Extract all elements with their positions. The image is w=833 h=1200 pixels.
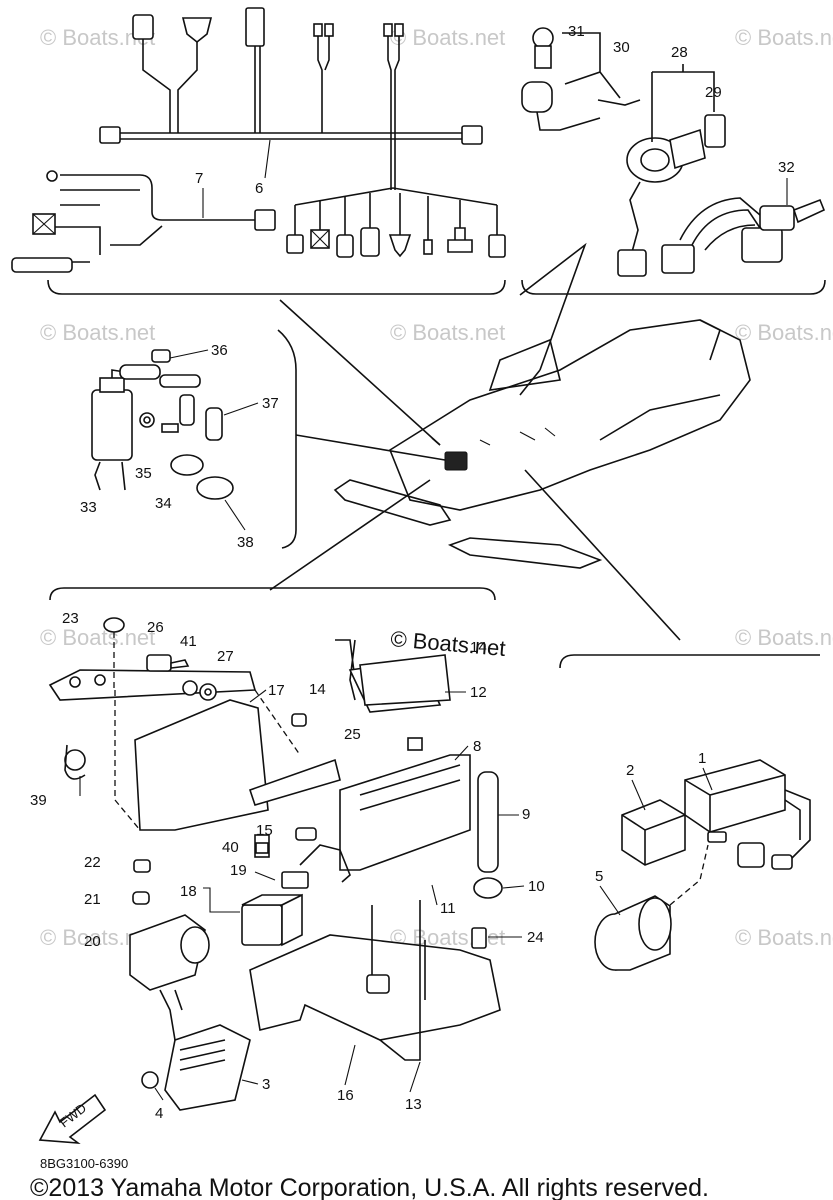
callout-36: 36 <box>211 342 228 359</box>
reference-code: 8BG3100-6390 <box>40 1156 128 1171</box>
callout-34: 34 <box>155 495 172 512</box>
callout-29: 29 <box>705 84 722 101</box>
callout-20: 20 <box>84 933 101 950</box>
callout-26: 26 <box>147 619 164 636</box>
callout-24: 24 <box>527 929 544 946</box>
callout-14-top: 14 <box>470 639 487 656</box>
group-bracket <box>559 654 820 669</box>
watermark: © Boats.net <box>735 925 833 950</box>
watermark: © Boats.net <box>40 625 155 650</box>
ignition-coil-group: 36 37 33 35 34 38 <box>80 329 297 551</box>
callout-4: 4 <box>155 1105 163 1122</box>
callout-14: 14 <box>309 681 326 698</box>
callout-40: 40 <box>222 839 239 856</box>
watermark: © Boats.net <box>390 25 505 50</box>
fwd-arrow-icon: FWD <box>38 1093 107 1145</box>
callout-31: 31 <box>568 23 585 40</box>
callout-6: 6 <box>255 180 263 197</box>
switch-group: 31 30 28 29 32 <box>521 23 826 295</box>
callout-5: 5 <box>595 868 603 885</box>
callout-32: 32 <box>778 159 795 176</box>
callout-11: 11 <box>440 900 456 917</box>
callout-10: 10 <box>528 878 545 895</box>
callout-7: 7 <box>195 170 203 187</box>
callout-21: 21 <box>84 891 101 908</box>
group-bracket <box>47 279 506 295</box>
callout-15: 15 <box>256 822 273 839</box>
watermark-dark: © Boats.net <box>390 626 507 661</box>
callout-8: 8 <box>473 738 481 755</box>
watermark: © Boats.net <box>735 25 833 50</box>
callout-1: 1 <box>698 750 706 767</box>
callout-12: 12 <box>470 684 487 701</box>
group-bracket <box>49 587 496 601</box>
callout-19: 19 <box>230 862 247 879</box>
callout-41: 41 <box>180 633 197 650</box>
callout-39: 39 <box>30 792 47 809</box>
callout-33: 33 <box>80 499 97 516</box>
callout-23: 23 <box>62 610 79 627</box>
watermark: © Boats.net <box>40 320 155 345</box>
callout-13: 13 <box>405 1096 422 1113</box>
electrical-box-group: 23 26 41 27 17 14 25 39 15 40 22 19 18 2… <box>30 587 545 1145</box>
callout-30: 30 <box>613 39 630 56</box>
callout-22: 22 <box>84 854 101 871</box>
watermark: © Boats.net <box>735 625 833 650</box>
callout-16: 16 <box>337 1087 354 1104</box>
group-bracket <box>521 279 826 295</box>
watermark: © Boats.net <box>735 320 833 345</box>
callout-28: 28 <box>671 44 688 61</box>
callout-38: 38 <box>237 534 254 551</box>
callout-9: 9 <box>522 806 530 823</box>
callout-3: 3 <box>262 1076 270 1093</box>
cdi-group: 1 2 5 <box>559 654 820 971</box>
wire-harness-group: 7 6 <box>11 7 506 295</box>
copyright-text: ©2013 Yamaha Motor Corporation, U.S.A. A… <box>30 1174 709 1200</box>
group-bracket <box>277 329 297 549</box>
callout-2: 2 <box>626 762 634 779</box>
callout-17: 17 <box>268 682 285 699</box>
watermark: © Boats.net <box>390 320 505 345</box>
callout-27: 27 <box>217 648 234 665</box>
callout-25: 25 <box>344 726 361 743</box>
snowmobile-outline <box>269 242 751 641</box>
callout-35: 35 <box>135 465 152 482</box>
watermarks: © Boats.net © Boats.net © Boats.net © Bo… <box>40 25 833 950</box>
callout-37: 37 <box>262 395 279 412</box>
callout-18: 18 <box>180 883 197 900</box>
